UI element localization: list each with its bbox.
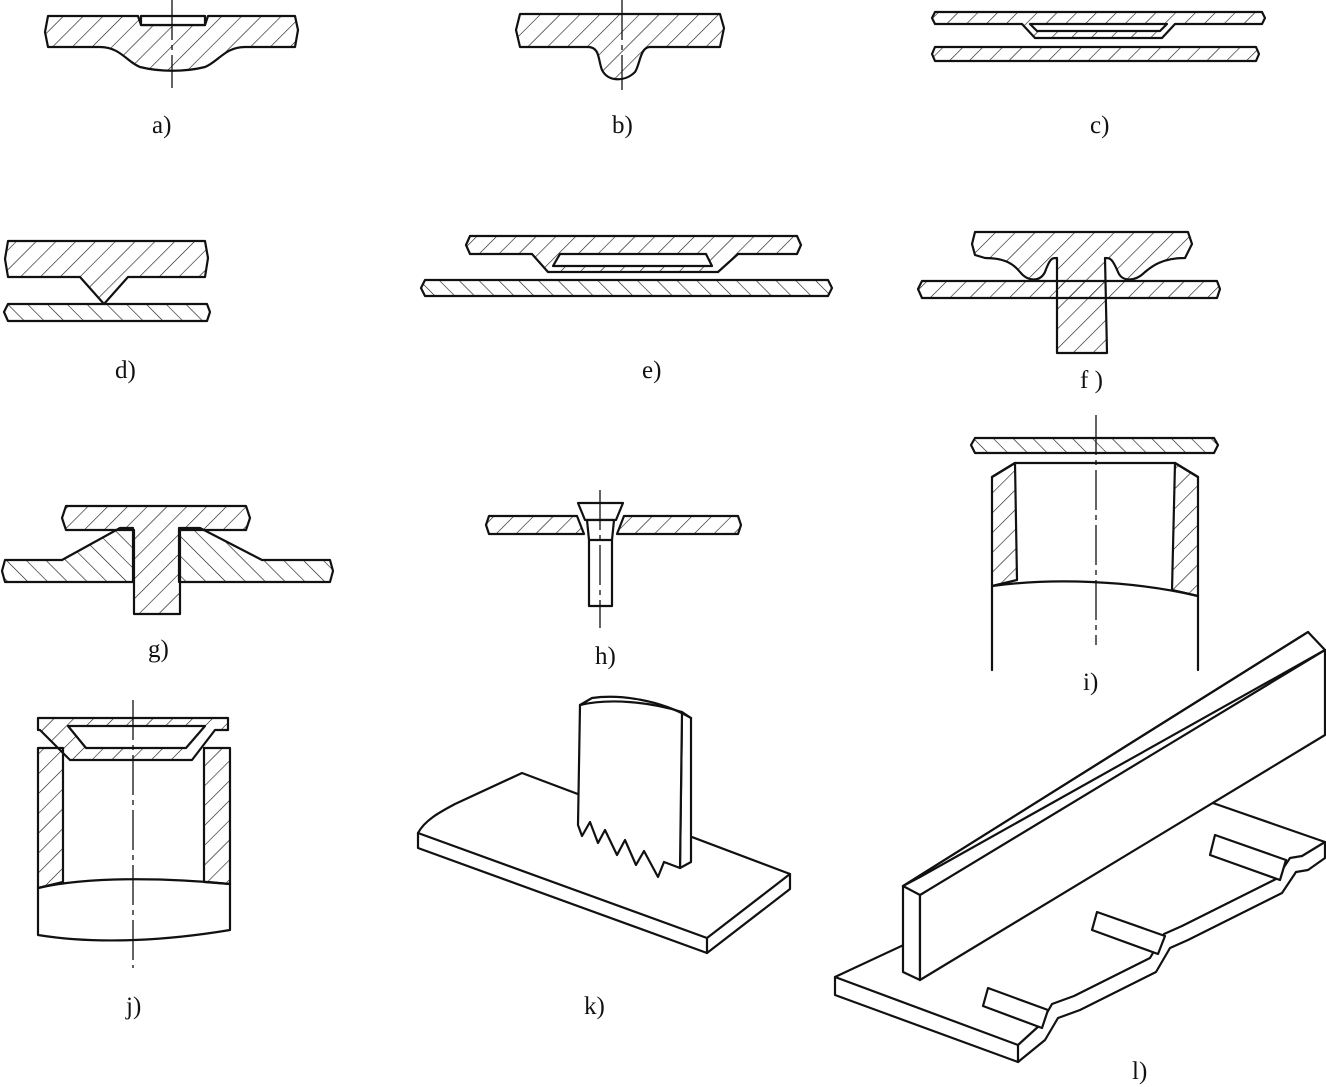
right-formed-sheet — [177, 526, 335, 584]
tube-lower-outline — [36, 882, 232, 942]
cover-recess — [66, 724, 207, 750]
projection-rib-3 — [1208, 833, 1288, 882]
sheet-with-stud-projection — [514, 12, 726, 81]
tube-break-line — [36, 878, 232, 890]
label-a: a) — [152, 112, 171, 139]
joint-j — [36, 700, 232, 968]
tube-break-line — [990, 580, 1200, 598]
label-k: k) — [584, 993, 605, 1020]
label-j: j) — [125, 993, 141, 1020]
lower-sheet — [2, 302, 212, 323]
vertical-plate-back-edge — [901, 630, 1310, 888]
label-f: f ) — [1080, 367, 1103, 394]
projection-recess — [139, 14, 207, 27]
t-stud-with-annular-projection — [970, 230, 1194, 355]
right-sheet-part — [615, 514, 743, 536]
joint-g — [0, 504, 335, 616]
lower-sheet — [930, 45, 1261, 63]
tube-right-wall — [1170, 461, 1200, 598]
tube-right-wall — [202, 746, 232, 886]
projection-rib-1 — [981, 986, 1050, 1030]
lower-sheet — [419, 278, 834, 298]
projection-cavity — [551, 252, 714, 268]
projection-cavity — [1028, 22, 1169, 33]
sheet-with-embossed-projection — [43, 14, 300, 72]
upper-sheet-with-ridge-projection — [3, 239, 210, 306]
label-d: d) — [115, 357, 136, 384]
label-e: e) — [642, 357, 661, 384]
label-b: b) — [612, 112, 633, 139]
label-g: g) — [148, 636, 169, 663]
label-l: l) — [1132, 1058, 1147, 1085]
ribbed-plate — [833, 800, 1326, 1064]
joint-e — [419, 234, 834, 298]
t-stud — [60, 504, 252, 616]
joint-f — [916, 230, 1222, 355]
label-i: i) — [1083, 669, 1098, 696]
strip-top-edge — [578, 695, 693, 720]
joint-i — [969, 415, 1220, 672]
joint-c — [930, 10, 1267, 63]
joint-k — [416, 695, 792, 955]
joint-l — [833, 630, 1326, 1064]
tube-left-wall — [36, 746, 65, 890]
joint-h — [484, 490, 743, 628]
left-formed-sheet — [0, 526, 135, 584]
label-c: c) — [1090, 112, 1109, 139]
tube-left-wall — [990, 461, 1019, 588]
label-h: h) — [595, 643, 616, 670]
joint-a — [43, 0, 300, 88]
vertical-plate-side-face — [918, 648, 1326, 982]
joint-b — [514, 0, 726, 90]
left-sheet-part — [484, 514, 586, 536]
cover-plate — [969, 436, 1220, 455]
vertical-plate-end-face — [901, 884, 922, 982]
tube-top-edge — [990, 461, 1200, 479]
projection-rib-2 — [1090, 910, 1167, 956]
joint-d — [2, 239, 212, 323]
plate-top-face — [416, 771, 792, 940]
